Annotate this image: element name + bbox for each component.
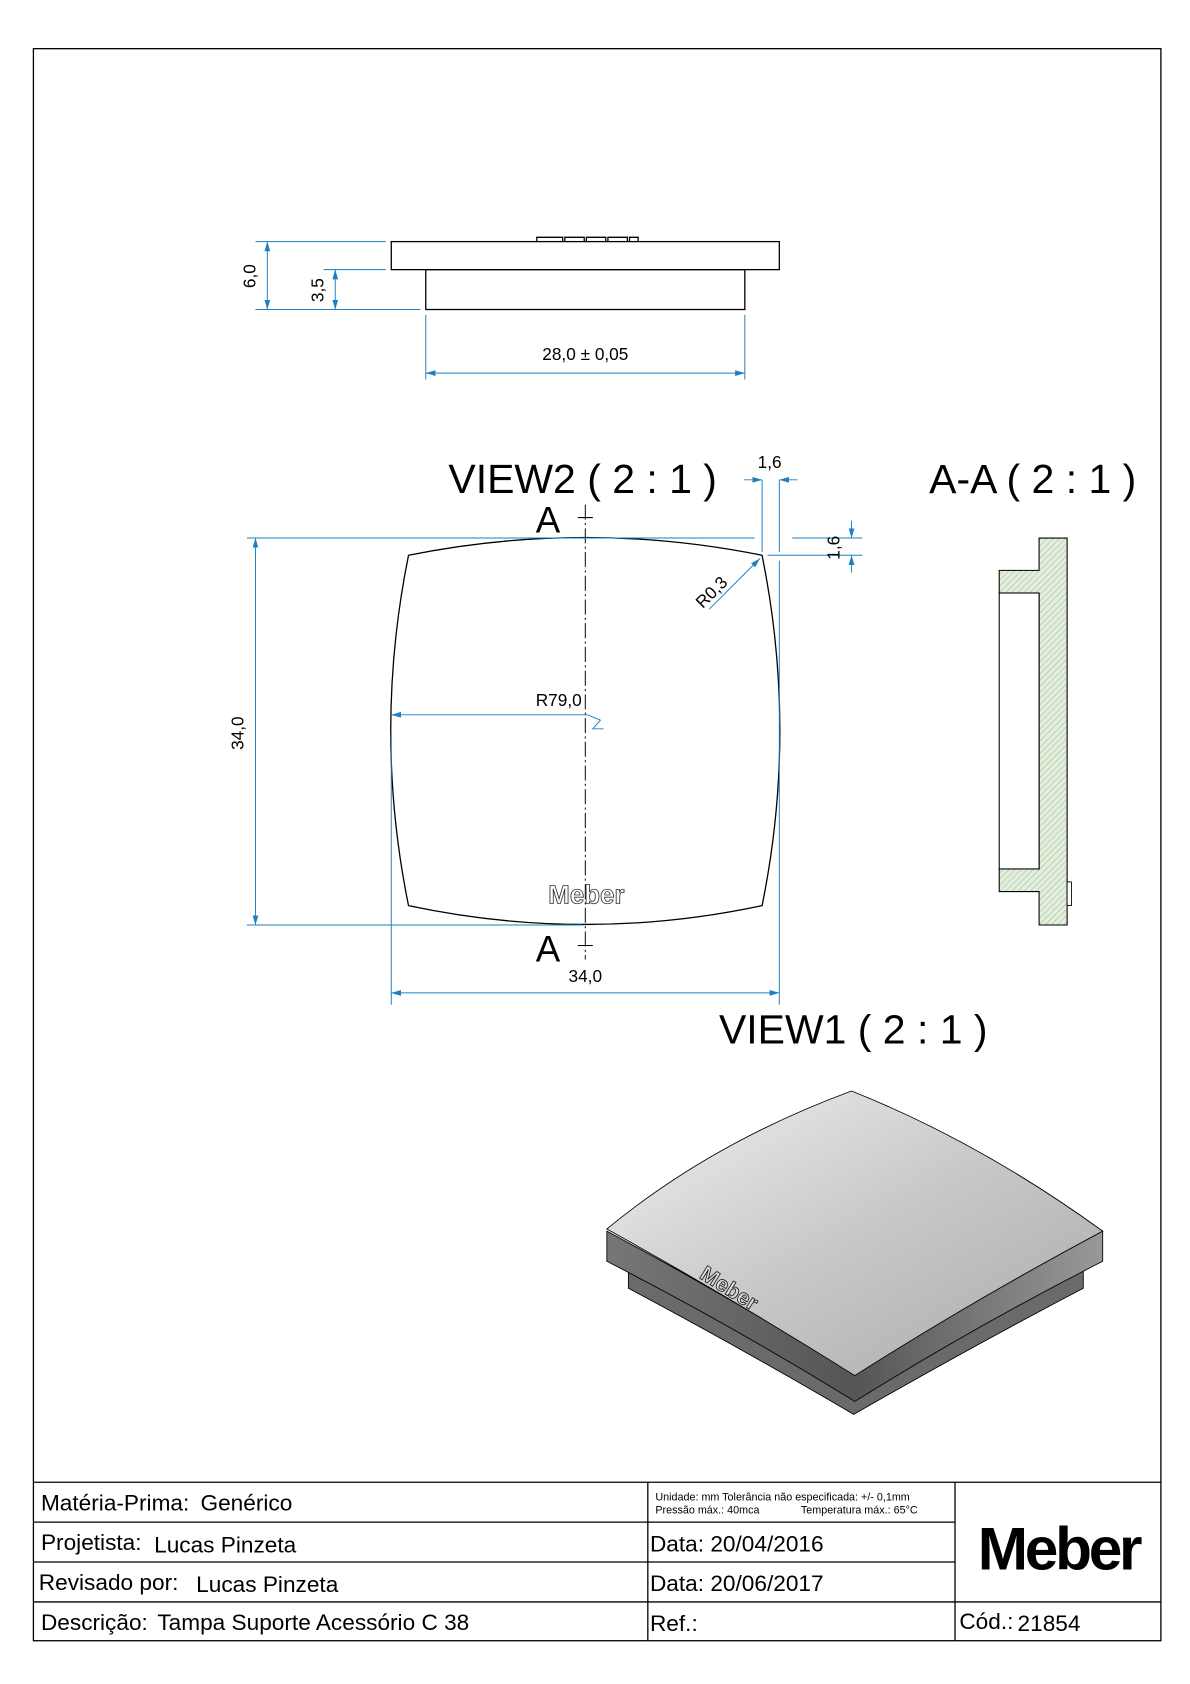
- view1-title: VIEW1 ( 2 : 1 ): [719, 1007, 988, 1053]
- date-created: Data: 20/04/2016: [650, 1531, 824, 1556]
- dim-text-28: 28,0 ± 0,05: [542, 344, 628, 364]
- dim-text-34-width: 34,0: [569, 966, 603, 986]
- section-cavity: [998, 592, 1040, 870]
- view2-front-view: VIEW2 ( 2 : 1 ) A A 1,6 1,6 R0,3 R79,0 3…: [228, 452, 863, 1005]
- notes-pressure: Pressão máx.: 40mca: [655, 1505, 759, 1517]
- company-logo: Meber: [978, 1515, 1142, 1583]
- dim-text-3-5: 3,5: [307, 278, 327, 302]
- dimension-corner-radius: [708, 558, 761, 610]
- dim-text-r0-3: R0,3: [691, 572, 731, 612]
- logo-relief: [536, 236, 639, 242]
- designer-label: Projetista:: [41, 1530, 142, 1555]
- material-label: Matéria-Prima:: [41, 1490, 189, 1515]
- iso-top-surface: [606, 1090, 1104, 1377]
- cap-base-outline: [425, 268, 746, 311]
- cap-plate-outline: [390, 240, 780, 271]
- designer-value: Lucas Pinzeta: [154, 1532, 297, 1557]
- description-label: Descrição:: [41, 1610, 148, 1635]
- date-revised: Data: 20/06/2017: [650, 1571, 824, 1596]
- part-marking-logo: Meber: [548, 881, 624, 909]
- reviewer-label: Revisado por:: [39, 1570, 179, 1595]
- view2-title: VIEW2 ( 2 : 1 ): [448, 456, 717, 502]
- dim-text-1-6-y: 1,6: [824, 536, 844, 560]
- dim-text-34-height: 34,0: [228, 716, 248, 750]
- section-marker-top: A: [536, 500, 561, 541]
- side-elevation-view: 6,0 3,5 28,0 ± 0,05: [239, 236, 780, 380]
- code-label: Cód.:: [959, 1609, 1013, 1634]
- material-value: Genérico: [200, 1490, 292, 1515]
- notes-temperature: Temperatura máx.: 65°C: [801, 1505, 918, 1517]
- description-value: Tampa Suporte Acessório C 38: [157, 1610, 469, 1635]
- dim-text-1-6-x: 1,6: [758, 452, 782, 472]
- code-value: 21854: [1018, 1611, 1081, 1636]
- section-title: A-A ( 2 : 1 ): [929, 456, 1136, 502]
- view1-isometric-view: VIEW1 ( 2 : 1 ) Meber: [606, 1007, 1104, 1415]
- section-a-a-view: A-A ( 2 : 1 ): [929, 456, 1136, 926]
- title-block: Matéria-Prima: Genérico Projetista: Luca…: [33, 1481, 1161, 1641]
- notes-line-1: Unidade: mm Tolerância não especificada:…: [655, 1492, 909, 1504]
- ref-label: Ref.:: [650, 1611, 698, 1636]
- dim-text-6: 6,0: [239, 264, 259, 288]
- sheet-border: [32, 48, 1162, 1642]
- dim-text-r79: R79,0: [536, 690, 582, 710]
- reviewer-value: Lucas Pinzeta: [196, 1572, 339, 1597]
- part-outline: [390, 536, 781, 926]
- section-marker-bottom: A: [536, 929, 561, 970]
